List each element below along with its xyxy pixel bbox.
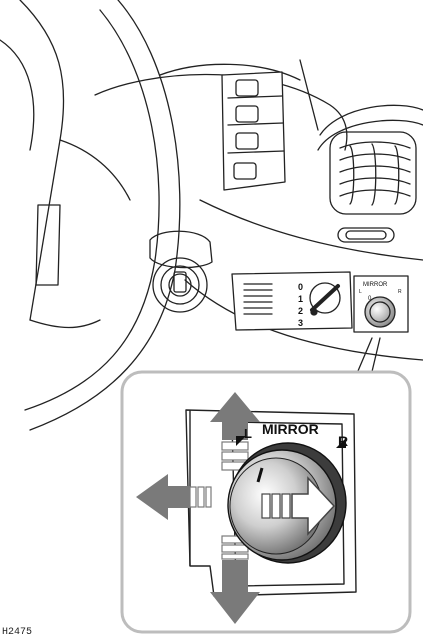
switch-pack [222, 72, 285, 190]
mirror-label: MIRROR [262, 421, 319, 437]
air-vent [318, 105, 423, 242]
lights-position-label: 2 [298, 306, 303, 316]
mirror-left-label: L [244, 426, 252, 441]
ignition-switch [150, 231, 212, 312]
lights-position-label: 3 [298, 318, 303, 328]
figure-code: H2475 [2, 627, 32, 638]
lights-position-label: 0 [298, 282, 303, 292]
dashboard-illustration [0, 0, 423, 430]
mirror-right-label: R [338, 433, 348, 449]
small-mirror-label: MIRROR [363, 282, 388, 288]
detail-inset [122, 372, 410, 632]
small-mirror-left-label: L [359, 289, 362, 295]
steering-wheel [0, 0, 180, 430]
lights-position-label: 1 [298, 294, 303, 304]
lower-switch-panel [232, 272, 352, 330]
binnacle-outline [95, 74, 347, 150]
small-mirror-right-label: R [398, 289, 402, 295]
